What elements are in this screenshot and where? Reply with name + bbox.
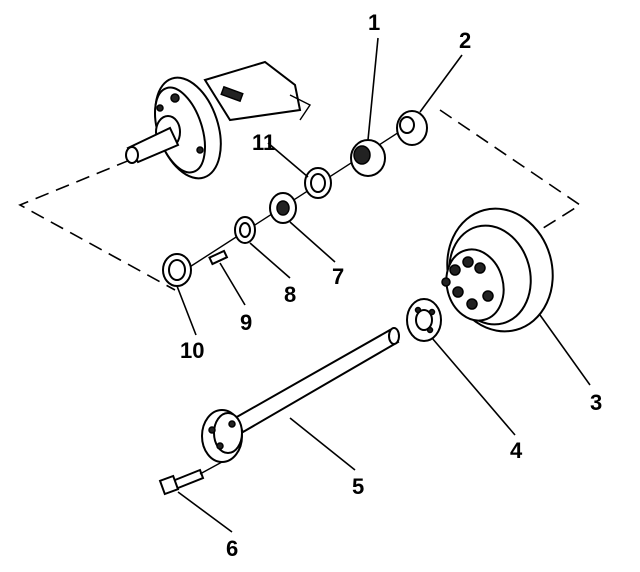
axle-shaft-5	[201, 327, 400, 463]
callout-1: 1	[368, 10, 380, 35]
nut-7	[269, 192, 297, 224]
callout-9: 9	[240, 310, 252, 335]
seal-2	[396, 110, 428, 146]
callout-10: 10	[180, 338, 204, 363]
callout-4: 4	[510, 438, 523, 463]
washer-8	[234, 216, 256, 244]
callout-5: 5	[352, 474, 364, 499]
key-9	[208, 249, 229, 266]
bearing-cone-1	[350, 139, 386, 177]
callout-11: 11	[252, 130, 275, 155]
callout-2: 2	[459, 28, 471, 53]
lock-washer-11	[304, 167, 332, 199]
bolt-6	[158, 461, 223, 496]
callout-labels: 1 2 3 4 5 6 7 8 9 10 11	[180, 10, 602, 561]
lock-ring-10	[162, 253, 192, 287]
axle-housing	[125, 60, 312, 180]
gasket-4	[406, 298, 442, 342]
callout-3: 3	[590, 390, 602, 415]
callout-6: 6	[226, 536, 238, 561]
leader-lines	[176, 37, 591, 533]
callout-8: 8	[284, 282, 296, 307]
hub-drum-3	[441, 207, 554, 333]
callout-7: 7	[332, 264, 344, 289]
alignment-dash-lines	[18, 109, 582, 291]
